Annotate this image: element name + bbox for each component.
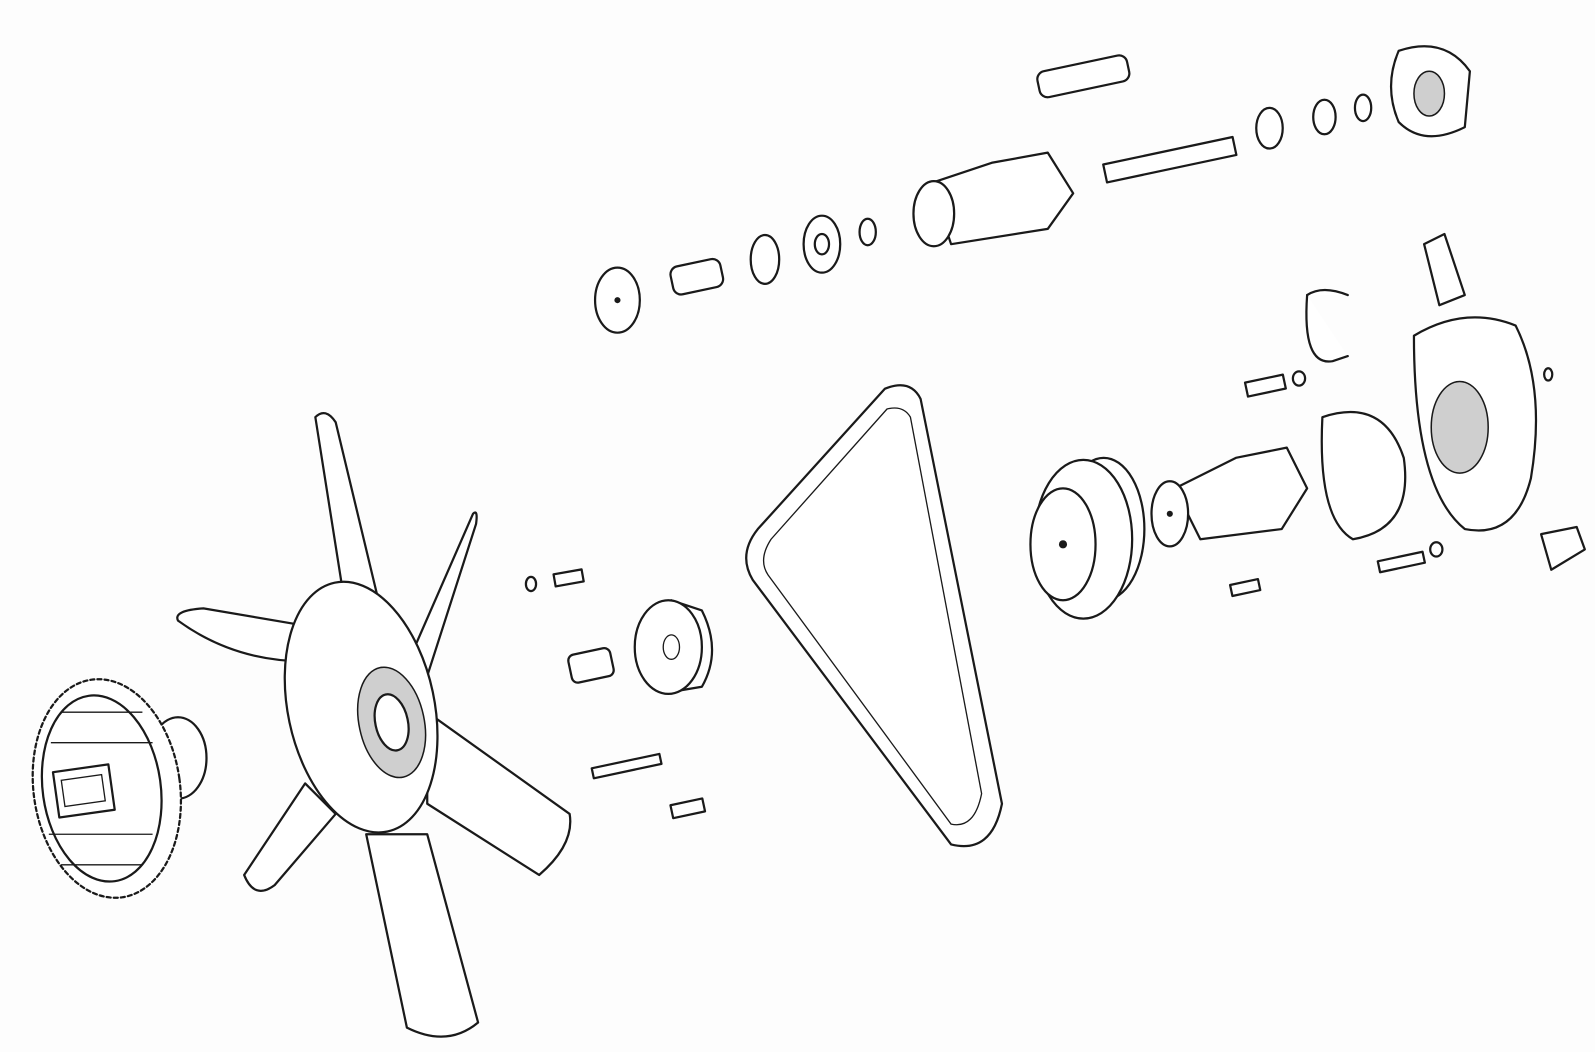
clutch-fins — [48, 711, 153, 866]
cooling-fan — [176, 411, 572, 1038]
viscous-fan-clutch — [31, 678, 208, 899]
v-belt — [745, 384, 1004, 848]
water-pump-assembly — [1150, 232, 1538, 548]
water-pump-pulley — [1029, 456, 1146, 620]
bolts-and-washers — [524, 367, 1586, 820]
fan-spacer — [567, 599, 714, 695]
upper-exploded-row — [593, 45, 1472, 334]
